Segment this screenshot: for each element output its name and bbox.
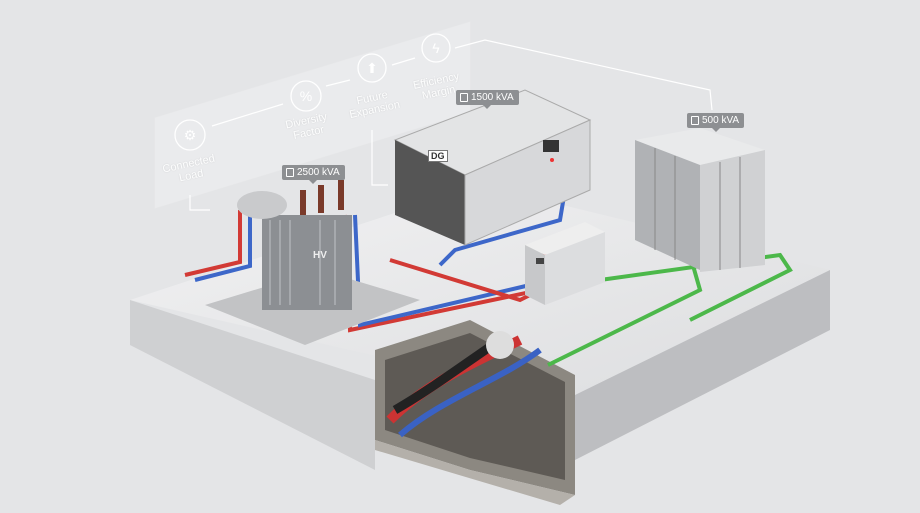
generator-marking: DG xyxy=(428,150,448,162)
cable-trench xyxy=(375,320,575,505)
flow-arrows xyxy=(189,39,713,211)
svg-text:⬆: ⬆ xyxy=(366,60,378,76)
rating-icon xyxy=(286,168,294,177)
ups-unit xyxy=(525,222,605,305)
badge-text: 2500 kVA xyxy=(297,167,340,178)
badge-text: 500 kVA xyxy=(702,115,740,126)
generator-rating-badge: 1500 kVA xyxy=(456,90,519,109)
platform-right-face xyxy=(575,270,830,460)
svg-text:%: % xyxy=(300,88,312,104)
rating-icon xyxy=(691,116,699,125)
transformer-marking: HV xyxy=(313,250,327,261)
rating-icon xyxy=(460,93,468,102)
badge-text: 1500 kVA xyxy=(471,92,514,103)
arrow-up-icon xyxy=(357,53,387,83)
svg-text:ϟ: ϟ xyxy=(432,40,440,56)
svg-text:⚙: ⚙ xyxy=(184,127,197,143)
step-icons xyxy=(174,33,451,151)
lightning-icon xyxy=(421,33,451,63)
ups-cabinets xyxy=(635,128,765,272)
ups-rating-badge: 500 kVA xyxy=(687,113,745,132)
percent-icon xyxy=(290,80,322,112)
platform-left-face xyxy=(130,300,375,470)
transformer xyxy=(205,180,420,345)
transformer-rating-badge: 2500 kVA xyxy=(282,165,345,184)
gear-wrench-icon xyxy=(174,119,206,151)
